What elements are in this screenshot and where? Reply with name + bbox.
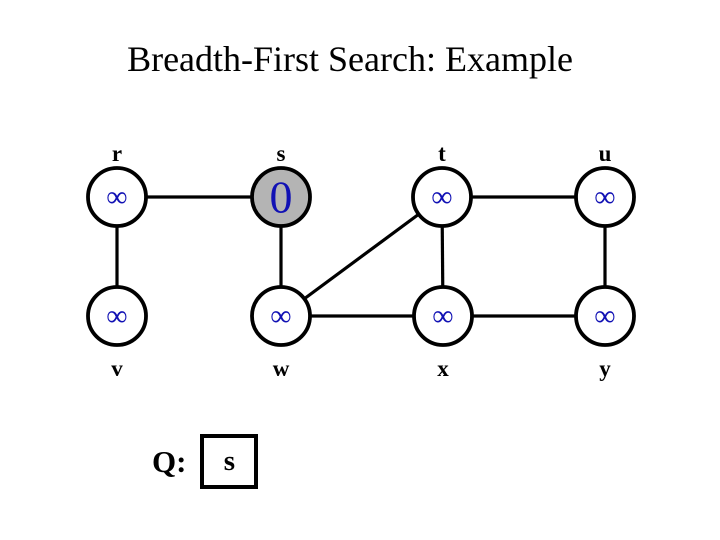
node-value-r: ∞ <box>106 181 127 214</box>
node-label-r: r <box>112 141 122 166</box>
edge-t-w <box>280 195 443 318</box>
slide-title: Breadth-First Search: Example <box>127 39 573 79</box>
node-label-w: w <box>273 356 290 381</box>
queue: Q: s <box>152 434 259 489</box>
queue-items: s <box>200 434 259 489</box>
graph-node-s <box>250 166 312 228</box>
node-value-s: 0 <box>270 172 293 223</box>
node-label-t: t <box>438 141 446 166</box>
graph-node-w <box>250 285 312 347</box>
node-label-s: s <box>277 141 286 166</box>
bfs-graph: ∞ r 0 s ∞ t ∞ u ∞ v ∞ w ∞ x ∞ y <box>86 141 636 381</box>
node-label-u: u <box>599 141 612 166</box>
graph-node-y <box>574 285 636 347</box>
node-value-w: ∞ <box>270 300 291 333</box>
node-label-x: x <box>437 356 449 381</box>
graph-node-v <box>86 285 148 347</box>
queue-label: Q: <box>152 443 187 479</box>
node-label-y: y <box>599 356 611 381</box>
node-value-x: ∞ <box>432 300 453 333</box>
node-label-v: v <box>111 356 123 381</box>
graph-node-r <box>86 166 148 228</box>
graph-node-x <box>412 285 474 347</box>
graph-node-t <box>411 166 473 228</box>
node-value-y: ∞ <box>594 300 615 333</box>
node-value-u: ∞ <box>594 181 615 214</box>
node-value-v: ∞ <box>106 300 127 333</box>
queue-item: s <box>200 434 259 489</box>
graph-node-u <box>574 166 636 228</box>
node-value-t: ∞ <box>431 181 452 214</box>
